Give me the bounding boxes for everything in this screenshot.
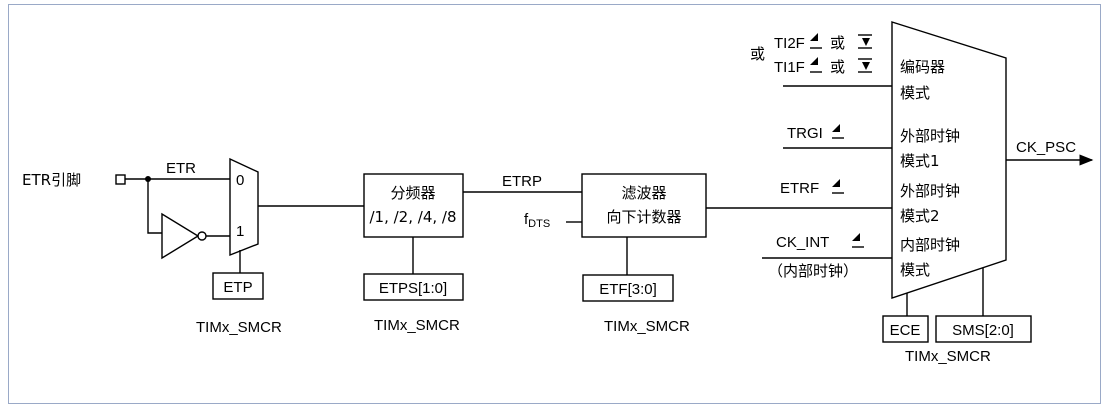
etp-reg-label: TIMx_SMCR <box>196 319 282 336</box>
falling-edge-icon <box>858 58 872 73</box>
mode-ext2-line1: 外部时钟 <box>900 182 960 200</box>
mode-encoder-line2: 模式 <box>900 84 930 102</box>
mode-select-mux <box>891 21 1007 299</box>
falling-edge-icon <box>858 34 872 49</box>
inverter-wire <box>147 179 162 234</box>
ti2f-label: TI2F <box>774 35 805 52</box>
etf-reg-label: TIMx_SMCR <box>604 318 690 335</box>
etrf-label: ETRF <box>780 180 819 197</box>
or-word-2: 或 <box>830 58 845 76</box>
fdts-label: fDTS <box>524 211 550 230</box>
ck-int-label: CK_INT <box>776 234 829 251</box>
rising-edge-icon <box>832 179 844 194</box>
mode-ext1-line2: 模式1 <box>900 152 940 170</box>
etf-box <box>582 274 674 302</box>
mode-encoder-line1: 编码器 <box>900 58 945 76</box>
ece-box <box>882 315 929 343</box>
polarity-mux <box>229 157 259 257</box>
filter-subtitle: 向下计数器 <box>606 208 681 226</box>
mux-in1-label: 1 <box>236 223 244 240</box>
etps-box <box>363 273 464 301</box>
ti1f-label: TI1F <box>774 59 805 76</box>
trgi-label: TRGI <box>787 125 823 142</box>
rising-edge-icon <box>852 233 864 248</box>
etf-label: ETF[3:0] <box>599 281 657 298</box>
etr-pin-label: ETR引脚 <box>22 171 81 189</box>
mode-int-line1: 内部时钟 <box>900 236 960 254</box>
mode-reg-label: TIMx_SMCR <box>905 348 991 365</box>
etp-box <box>212 272 264 300</box>
ece-label: ECE <box>890 322 921 339</box>
filter-title: 滤波器 <box>621 184 666 202</box>
inverter-icon <box>161 212 200 260</box>
ck-psc-label: CK_PSC <box>1016 139 1076 156</box>
mux-in0-label: 0 <box>236 172 244 189</box>
rising-edge-icon <box>810 57 822 73</box>
filter-box <box>581 173 707 238</box>
etrp-label: ETRP <box>502 173 542 190</box>
mode-int-line2: 模式 <box>900 261 930 279</box>
prescaler-ratios: /1, /2, /4, /8 <box>370 208 457 226</box>
prescaler-title: 分频器 <box>390 184 435 202</box>
pin-square-icon <box>115 174 126 185</box>
or-word-1: 或 <box>830 34 845 52</box>
etps-label: ETPS[1:0] <box>379 280 447 297</box>
or-prefix-label: 或 <box>750 45 765 63</box>
etp-label: ETP <box>223 279 252 296</box>
mode-ext1-line1: 外部时钟 <box>900 127 960 145</box>
sms-box <box>935 315 1032 343</box>
rising-edge-icon <box>810 33 822 49</box>
sms-label: SMS[2:0] <box>952 322 1014 339</box>
inverter-bubble-icon <box>197 231 207 241</box>
etr-signal-label: ETR <box>166 160 196 177</box>
etps-reg-label: TIMx_SMCR <box>374 317 460 334</box>
ck-int-note: （内部时钟） <box>768 262 858 280</box>
rising-edge-icon <box>832 124 844 139</box>
mode-ext2-line2: 模式2 <box>900 207 940 225</box>
prescaler-box <box>363 173 464 238</box>
